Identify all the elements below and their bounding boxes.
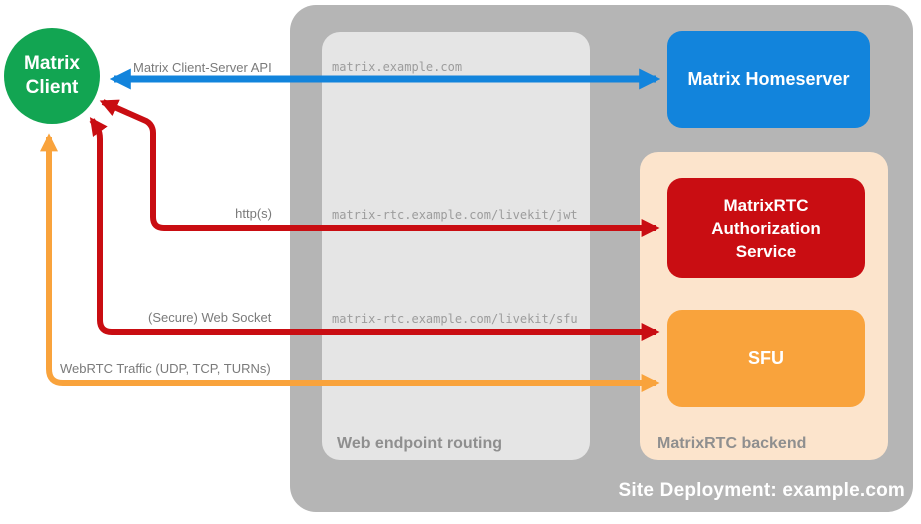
endpoint-url-livekit-jwt: matrix-rtc.example.com/livekit/jwt [332, 208, 578, 222]
matrix-homeserver-node: Matrix Homeserver [667, 31, 870, 128]
sfu-label: SFU [748, 348, 784, 368]
web-endpoint-routing-label: Web endpoint routing [337, 435, 503, 452]
site-deployment-label: Site Deployment: example.com [618, 480, 905, 501]
https-arrow-label: http(s) [235, 206, 272, 221]
matrixrtc-backend-label: MatrixRTC backend [657, 435, 807, 452]
matrixrtc-auth-service-node: MatrixRTC Authorization Service [667, 178, 865, 278]
endpoint-url-livekit-sfu: matrix-rtc.example.com/livekit/sfu [332, 312, 578, 326]
webrtc-arrow-label: WebRTC Traffic (UDP, TCP, TURNs) [60, 361, 271, 376]
matrix-homeserver-label: Matrix Homeserver [687, 69, 850, 89]
matrixrtc-auth-service-label: MatrixRTC Authorization Service [711, 195, 821, 261]
endpoint-url-homeserver: matrix.example.com [332, 60, 463, 74]
websocket-arrow-label: (Secure) Web Socket [148, 310, 272, 325]
client-server-api-arrow-label: Matrix Client-Server API [133, 60, 272, 75]
matrix-client-label: Matrix Client [24, 53, 80, 98]
sfu-node: SFU [667, 310, 865, 407]
web-endpoint-routing-box [322, 32, 590, 460]
matrix-client-node: Matrix Client [4, 28, 100, 124]
